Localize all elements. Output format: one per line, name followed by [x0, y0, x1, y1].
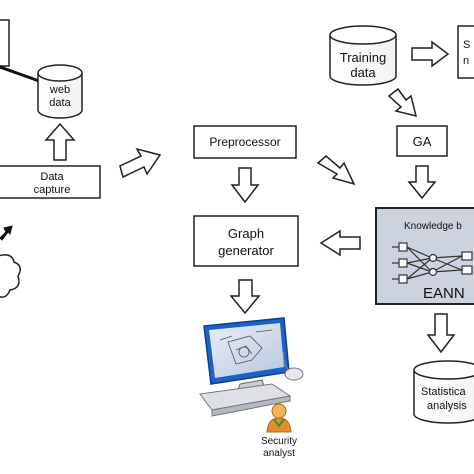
- arrow-capture-to-preprocessor: [119, 147, 162, 179]
- arrow-training-to-store: [411, 40, 450, 68]
- statistical-analysis-cylinder: Statistica analysis: [413, 360, 474, 424]
- knowledge-base-label: Knowledge b: [404, 221, 462, 232]
- eann-knowledge-box: Knowledge b EANN: [375, 207, 474, 305]
- web-data-label-line2: data: [49, 97, 71, 109]
- graph-generator-label-line2: generator: [218, 243, 274, 258]
- web-data-label-line1: web: [49, 84, 70, 96]
- neural-network-icon: [392, 242, 473, 284]
- eann-label: EANN: [423, 285, 465, 302]
- data-capture-label-line2: capture: [34, 184, 71, 196]
- cloud-partial: [0, 254, 21, 298]
- arrow-eann-to-graph: [319, 229, 361, 257]
- web-data-cylinder: web data: [37, 64, 83, 119]
- preprocessor-box: Preprocessor: [193, 125, 297, 159]
- security-analyst-label-line2: analyst: [263, 448, 295, 459]
- data-capture-box: Data capture: [0, 165, 101, 199]
- training-data-cylinder: Training data: [329, 25, 397, 86]
- training-data-label-line1: Training: [340, 50, 386, 65]
- security-analyst-label-line1: Security: [261, 436, 297, 447]
- arrow-preprocessor-to-graph: [230, 167, 260, 204]
- partial-arrow-left: [0, 225, 13, 241]
- top-right-label-line1: S: [463, 39, 470, 51]
- arrow-graph-to-computer: [229, 279, 261, 315]
- preprocessor-label: Preprocessor: [209, 135, 280, 149]
- arrow-ga-to-eann: [407, 165, 437, 200]
- statistical-label-line2: analysis: [427, 400, 467, 412]
- training-data-label-line2: data: [350, 65, 376, 80]
- graph-generator-box: Graph generator: [193, 215, 299, 267]
- computer-workstation-icon: [199, 317, 304, 417]
- graph-generator-label-line1: Graph: [228, 226, 264, 241]
- top-left-partial-box: [0, 19, 10, 67]
- top-right-label-line2: n: [463, 55, 469, 67]
- arrow-training-to-ga: [387, 87, 418, 118]
- statistical-label-line1: Statistica: [421, 386, 467, 398]
- arrow-preprocessor-to-eann: [316, 155, 356, 186]
- top-right-partial-box: S n: [457, 25, 474, 79]
- ga-label: GA: [413, 134, 432, 149]
- arrow-up-to-web-data: [44, 122, 76, 161]
- connector-line: [0, 65, 43, 84]
- arrow-eann-to-statistical: [426, 313, 456, 354]
- security-analyst-icon: [266, 403, 292, 433]
- ga-box: GA: [396, 125, 448, 157]
- data-capture-label-line1: Data: [40, 171, 64, 183]
